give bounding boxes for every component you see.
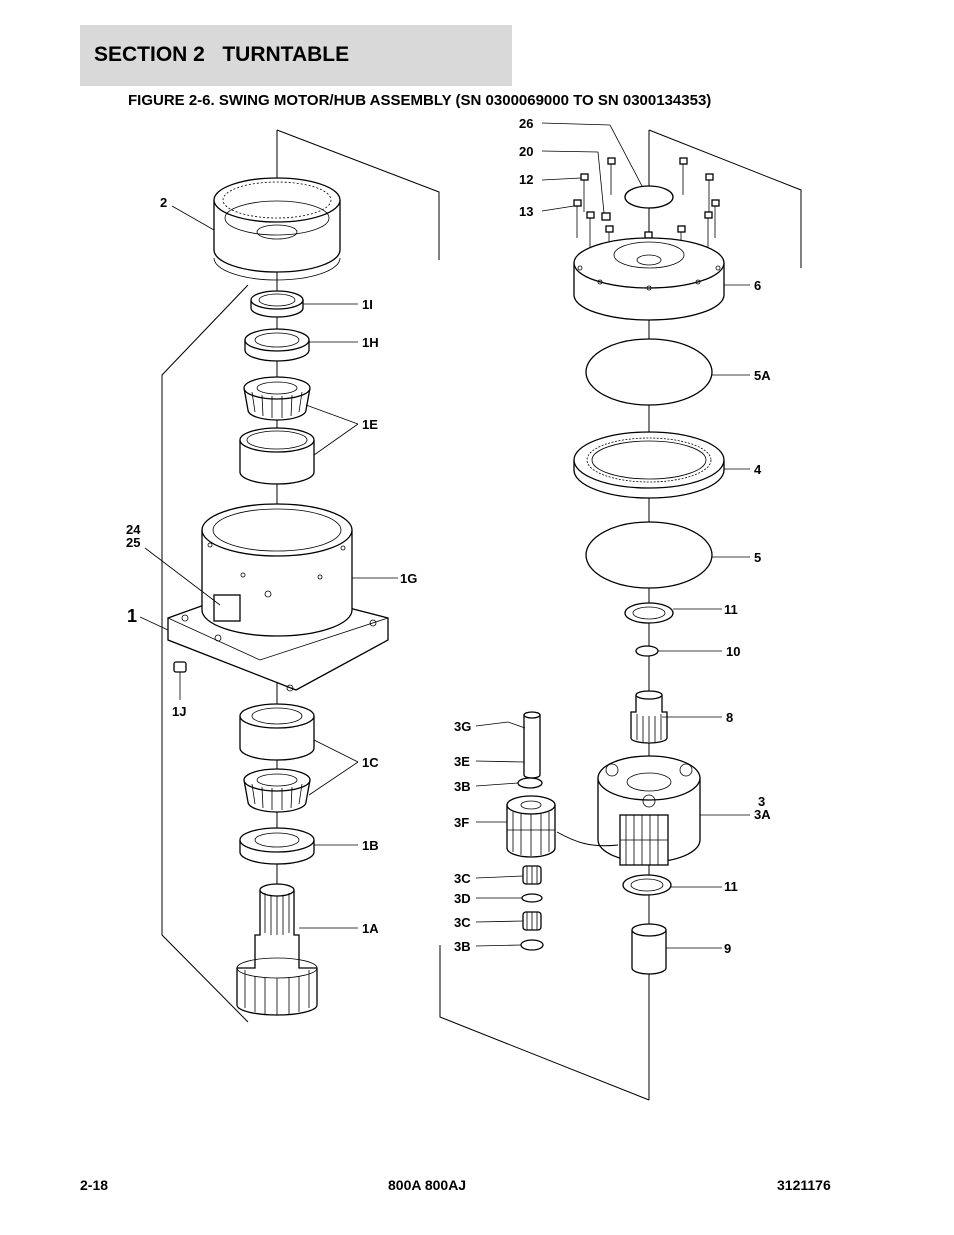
callout-26: 26	[519, 116, 533, 131]
part-3F-planet-gear	[506, 795, 556, 858]
callout-6: 6	[754, 278, 761, 293]
part-1J-plug	[173, 661, 187, 700]
callout-1C: 1C	[362, 755, 379, 770]
part-3D-spacer	[521, 893, 543, 903]
callout-11-top: 11	[724, 602, 738, 617]
callout-25: 25	[126, 535, 140, 550]
callout-12: 12	[519, 172, 533, 187]
callout-1H: 1H	[362, 335, 379, 350]
part-10-snap-ring	[635, 645, 659, 657]
section-title: SECTION 2 TURNTABLE	[94, 43, 350, 66]
footer-doc-number: 3121176	[777, 1177, 831, 1193]
assembly-arrow	[556, 831, 619, 847]
part-1C-bearing-cup	[239, 703, 315, 761]
part-6-cover	[573, 237, 725, 321]
callout-3A: 3A	[754, 807, 771, 822]
part-3C-bearing-top	[522, 865, 542, 885]
part-3-planet-carrier	[597, 755, 701, 866]
part-11-thrust-washer-top	[624, 602, 674, 624]
part-5-o-ring	[585, 521, 713, 589]
callout-20: 20	[519, 144, 533, 159]
part-1H-thrust-washer	[244, 328, 310, 362]
part-3C-bearing-bottom	[522, 911, 542, 931]
callout-labels: 26 20 12 13 2 6 1I 1H 5A 1E 4 24 25 1G 5…	[126, 116, 771, 956]
part-1E-bearing-cup	[239, 427, 315, 485]
part-1A-pinion-shaft	[236, 883, 318, 1016]
part-1B-washer	[239, 827, 315, 865]
callout-1B: 1B	[362, 838, 379, 853]
callout-3B-bottom: 3B	[454, 939, 471, 954]
part-3B-washer-top	[517, 777, 543, 789]
part-1E-bearing-cone	[243, 376, 311, 421]
leader-lines	[139, 122, 750, 949]
callout-3: 3	[758, 794, 765, 809]
footer-page-number: 2-18	[80, 1177, 109, 1193]
section-banner: SECTION 2 TURNTABLE	[80, 25, 512, 86]
callout-1: 1	[127, 606, 137, 626]
callout-2: 2	[160, 195, 167, 210]
part-11-thrust-washer-bottom	[622, 874, 672, 896]
part-8-input-gear	[630, 690, 668, 744]
callout-10: 10	[726, 644, 740, 659]
callout-3F: 3F	[454, 815, 469, 830]
callout-1E: 1E	[362, 417, 378, 432]
callout-5A: 5A	[754, 368, 771, 383]
part-26-o-ring	[624, 185, 674, 209]
callout-1A: 1A	[362, 921, 379, 936]
callout-3G: 3G	[454, 719, 471, 734]
callout-1I: 1I	[362, 297, 373, 312]
callout-8: 8	[726, 710, 733, 725]
callout-4: 4	[754, 462, 762, 477]
callout-5: 5	[754, 550, 761, 565]
callout-9: 9	[724, 941, 731, 956]
callout-3D: 3D	[454, 891, 471, 906]
part-1G-hub-housing	[167, 503, 389, 692]
figure-title: FIGURE 2-6. SWING MOTOR/HUB ASSEMBLY (SN…	[128, 92, 712, 109]
footer-model: 800A 800AJ	[388, 1177, 467, 1193]
callout-3E: 3E	[454, 754, 470, 769]
part-3B-washer-bottom	[520, 939, 544, 951]
part-1C-bearing-cone	[243, 768, 311, 813]
part-4-ring-gear	[573, 431, 725, 499]
part-1I-snap-ring	[250, 290, 304, 318]
part-5A-o-ring	[585, 338, 713, 406]
part-2-ring-gear	[213, 177, 341, 281]
callout-11-bottom: 11	[724, 879, 738, 894]
callout-3C-top: 3C	[454, 871, 471, 886]
callout-3B-top: 3B	[454, 779, 471, 794]
callout-13: 13	[519, 204, 533, 219]
callout-1J: 1J	[172, 704, 186, 719]
callout-1G: 1G	[400, 571, 417, 586]
part-9-spacer	[631, 923, 667, 975]
part-20-washer	[601, 212, 611, 221]
callout-24: 24	[126, 522, 141, 537]
part-3E-planet-shaft	[507, 711, 541, 779]
callout-3C-bottom: 3C	[454, 915, 471, 930]
